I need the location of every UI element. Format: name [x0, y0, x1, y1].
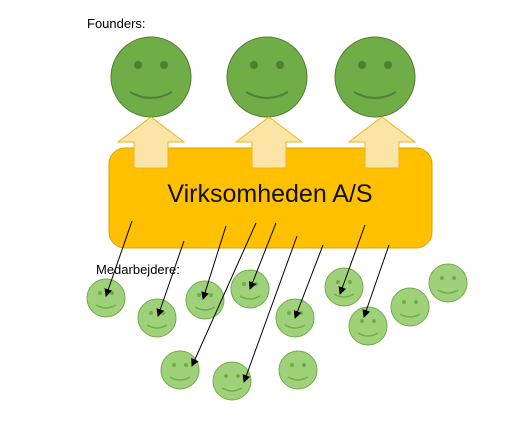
employee-smiley-3 [185, 280, 225, 320]
employee-smiley-2 [137, 298, 177, 338]
employee-smiley-9 [428, 263, 468, 303]
employee-smiley-11 [212, 361, 252, 401]
connector-arrow-6 [242, 235, 298, 383]
up-arrow-2 [234, 116, 304, 169]
employee-smiley-6 [324, 267, 364, 307]
founder-smiley-1 [110, 36, 192, 118]
up-arrow-1 [116, 116, 186, 169]
connector-arrow-7 [293, 244, 324, 319]
connector-arrow-4 [248, 222, 277, 290]
employee-smiley-7 [348, 306, 388, 346]
employee-smiley-1 [86, 278, 126, 318]
founders-label: Founders: [87, 16, 146, 31]
employee-smiley-8 [390, 287, 430, 327]
employee-smiley-12 [278, 350, 318, 390]
connector-arrow-1 [104, 220, 133, 297]
up-arrow-3 [347, 116, 417, 169]
connector-arrow-3 [201, 225, 227, 300]
company-name: Virksomheden A/S [167, 180, 372, 208]
connector-arrow-2 [156, 240, 185, 317]
founder-smiley-2 [226, 36, 308, 118]
connector-arrow-9 [362, 244, 390, 318]
employees-label: Medarbejdere: [96, 262, 180, 277]
founder-smiley-3 [334, 36, 416, 118]
employee-connectors [104, 220, 390, 383]
connector-arrow-8 [338, 224, 366, 295]
connector-arrow-5 [191, 222, 257, 367]
employee-smiley-10 [160, 350, 200, 390]
